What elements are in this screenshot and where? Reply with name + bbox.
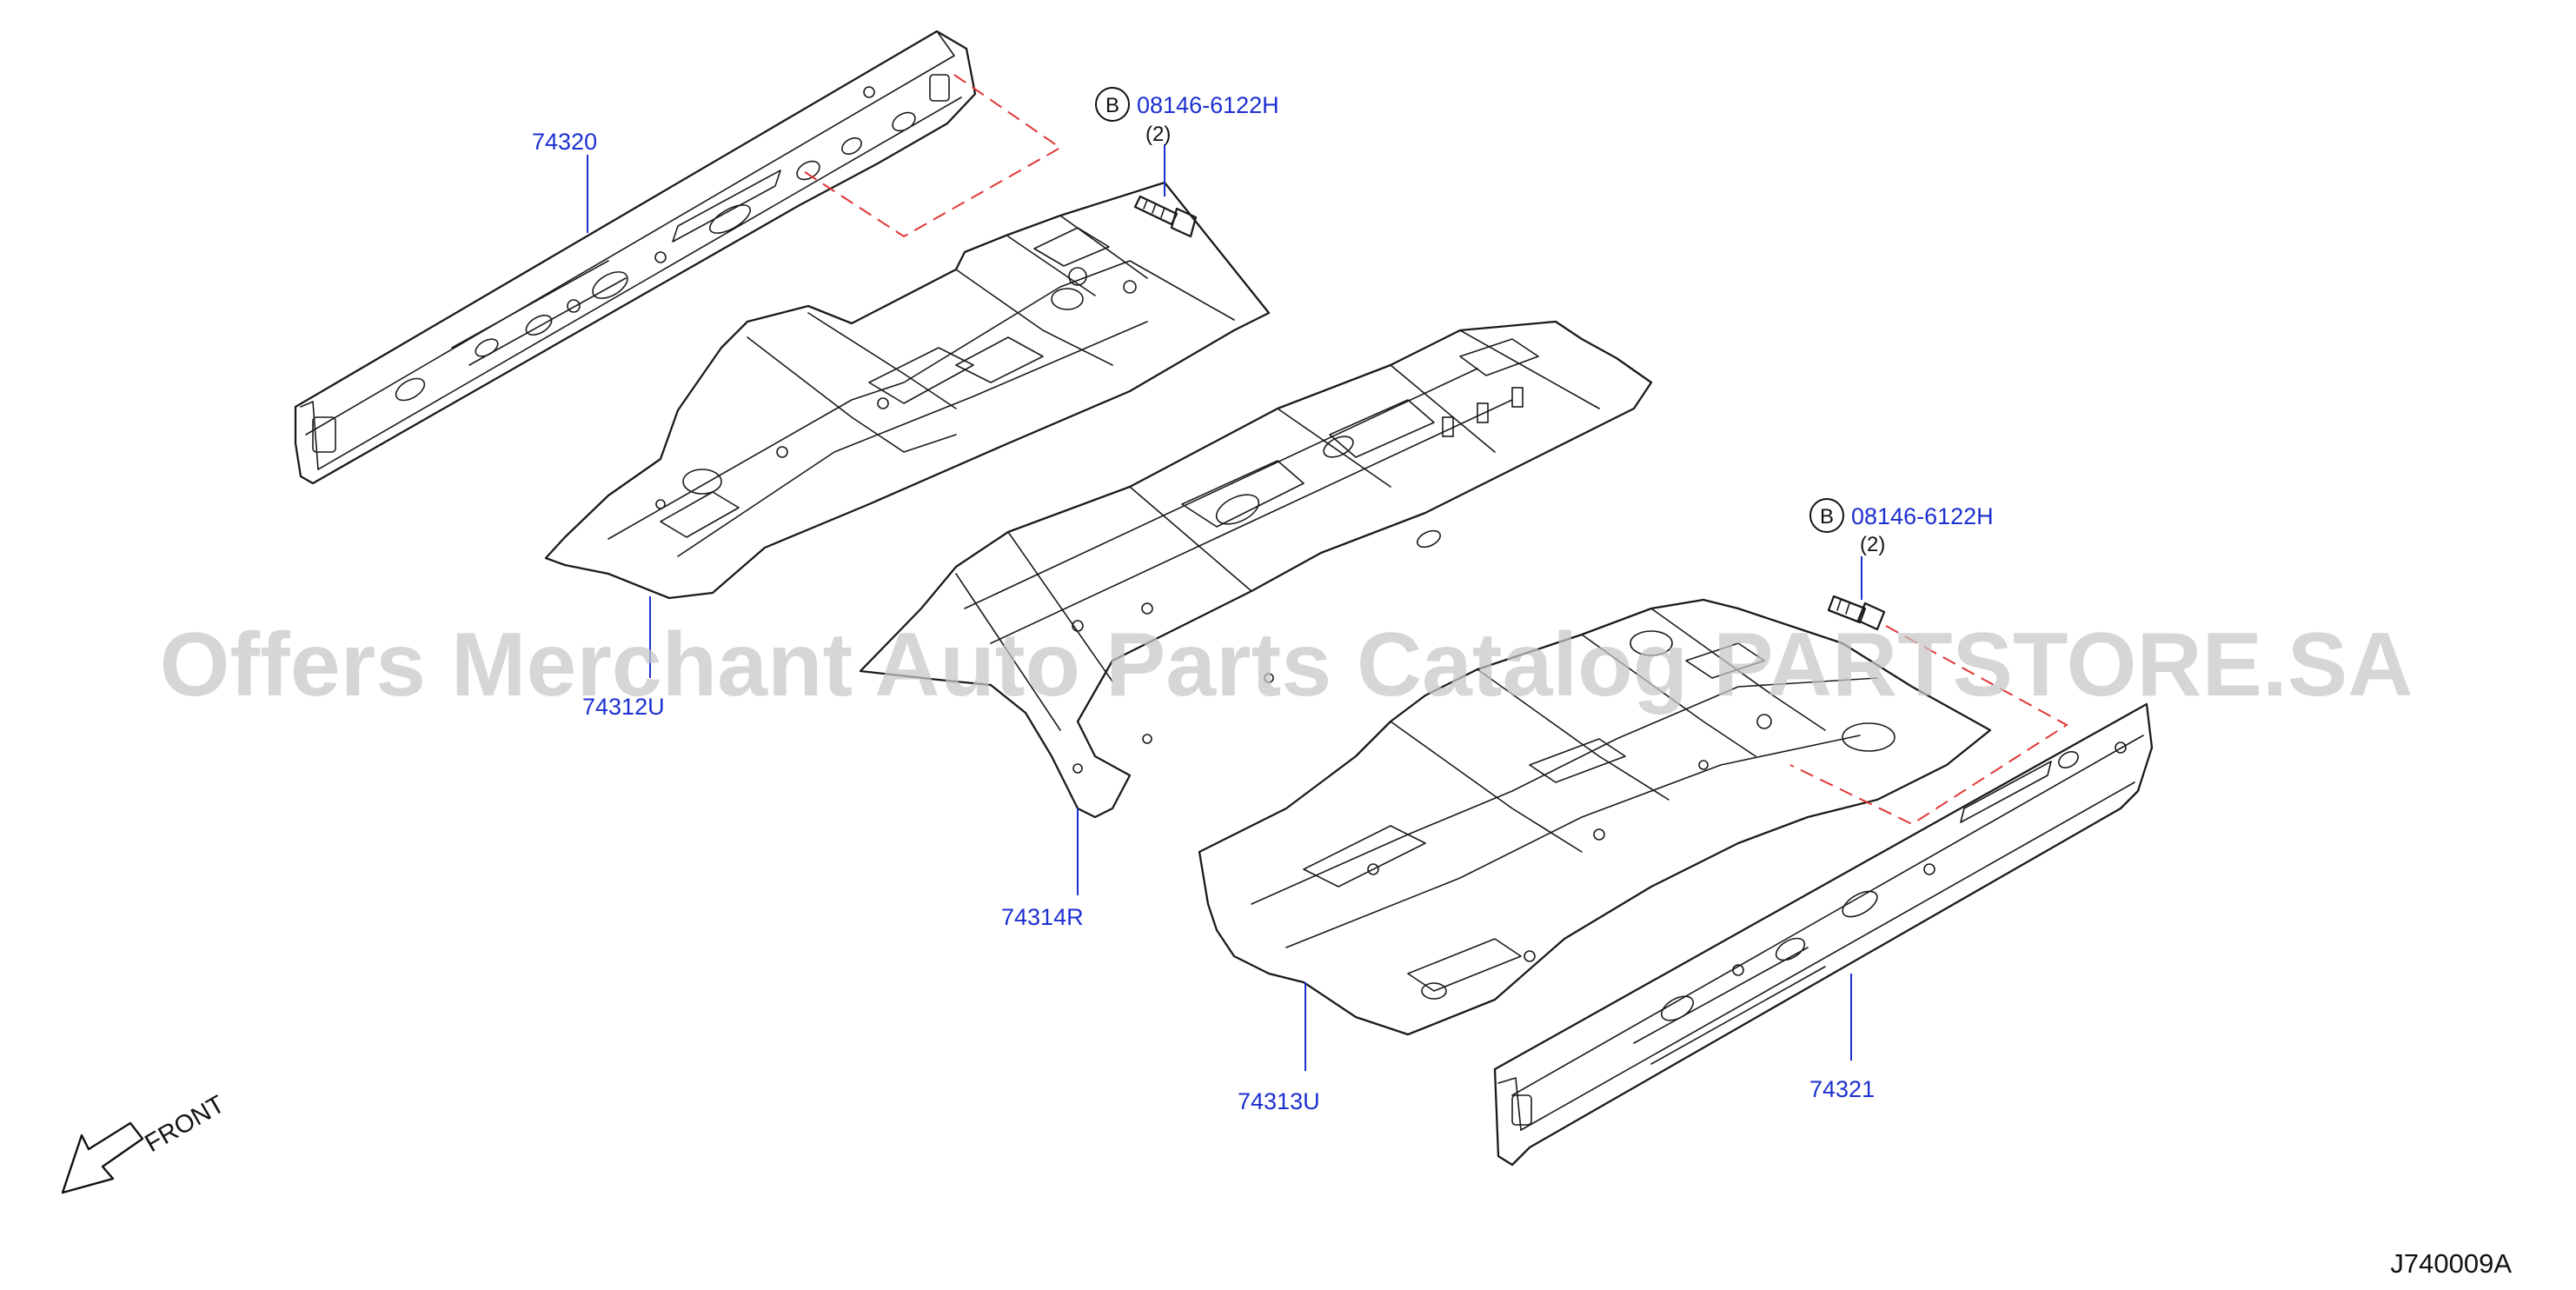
part-74321-drawing[interactable]: [1493, 702, 2154, 1167]
bolt-upper-drawing[interactable]: [1133, 195, 1198, 238]
part-label-74321[interactable]: 74321: [1809, 1076, 1875, 1102]
bolt-callout-upper[interactable]: B 08146-6122H (2): [1095, 87, 1279, 146]
diagram-code: J740009A: [2390, 1248, 2512, 1279]
bolt-lower-relation-lines: [1789, 625, 2068, 826]
front-arrow-icon: [61, 1121, 144, 1194]
bolt-lower-drawing[interactable]: [1827, 595, 1886, 631]
bolt-upper-relation-lines: [799, 74, 1062, 238]
part-74312u-drawing[interactable]: [544, 181, 1271, 600]
bolt-lower-part-number[interactable]: 08146-6122H: [1851, 503, 1994, 529]
bolt-upper-part-number[interactable]: 08146-6122H: [1137, 92, 1279, 118]
watermark-text: Offers Merchant Auto Parts Catalog PARTS…: [160, 615, 2413, 715]
bolt-upper-badge-circle: [1095, 87, 1130, 122]
part-74313u-drawing[interactable]: [1198, 598, 1992, 1036]
bolt-lower-quantity: (2): [1860, 533, 1885, 556]
part-label-74313u[interactable]: 74313U: [1238, 1088, 1320, 1114]
part-label-74320[interactable]: 74320: [532, 129, 597, 155]
bolt-upper-quantity: (2): [1145, 123, 1171, 146]
bolt-lower-badge-letter: B: [1820, 505, 1834, 529]
part-74314r-drawing[interactable]: [859, 320, 1653, 819]
bolt-callout-lower[interactable]: B 08146-6122H (2): [1809, 498, 1994, 556]
part-74320-drawing[interactable]: [294, 30, 977, 485]
part-label-74312u[interactable]: 74312U: [582, 694, 665, 720]
part-label-74314r[interactable]: 74314R: [1001, 904, 1084, 930]
bolt-lower-badge-circle: [1809, 498, 1844, 533]
leader-lines: [587, 144, 1862, 1071]
bolt-upper-badge-letter: B: [1105, 94, 1119, 117]
front-label: FRONT: [141, 1090, 230, 1158]
front-direction-indicator: FRONT: [61, 1090, 230, 1194]
